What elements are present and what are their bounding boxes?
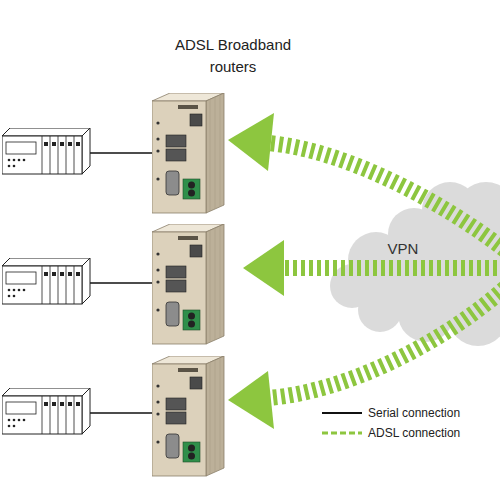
cloud-puff xyxy=(358,288,402,332)
cloud-puff xyxy=(398,286,454,342)
adsl-router xyxy=(152,356,224,476)
adsl-router xyxy=(152,93,224,213)
legend-adsl-sample xyxy=(322,432,362,435)
diagram-title: ADSL Broadband routers xyxy=(170,34,296,78)
legend-serial-sample xyxy=(322,412,362,414)
serial-wire xyxy=(88,152,154,154)
serial-wire xyxy=(88,282,154,284)
plc-device xyxy=(2,258,90,304)
adsl-arrow-body xyxy=(268,288,500,398)
legend-label: Serial connection xyxy=(368,406,460,420)
plc-device xyxy=(2,388,90,434)
serial-wire xyxy=(88,412,154,414)
plc-device xyxy=(2,128,90,174)
adsl-router xyxy=(152,224,224,344)
adsl-arrow-body xyxy=(282,260,500,276)
cloud-puff xyxy=(474,270,500,322)
cloud-outline xyxy=(318,176,500,348)
vpn-cloud: VPN xyxy=(318,176,500,348)
adsl-arrowhead xyxy=(228,371,274,429)
adsl-arrow-body xyxy=(268,143,500,250)
adsl-arrowhead xyxy=(243,240,284,296)
legend-label: ADSL connection xyxy=(368,426,460,440)
adsl-arrowhead xyxy=(228,113,274,171)
cloud-shape xyxy=(330,182,500,346)
node-label: VPN xyxy=(373,240,433,258)
